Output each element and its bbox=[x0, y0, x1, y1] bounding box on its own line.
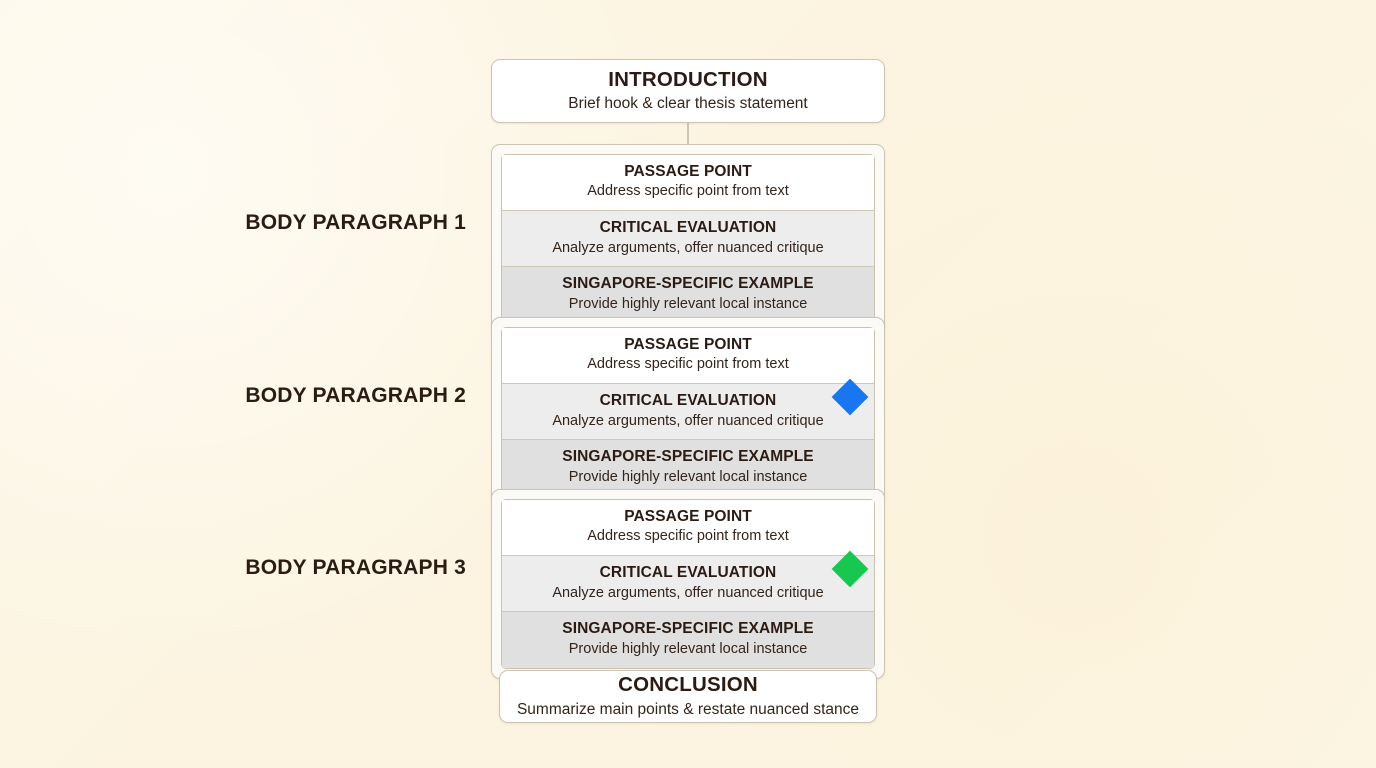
bp1-row-critical-evaluation[interactable]: CRITICAL EVALUATION Analyze arguments, o… bbox=[502, 211, 874, 268]
bp2-row-critical-evaluation-title: CRITICAL EVALUATION bbox=[599, 392, 777, 410]
bp2-label: BODY PARAGRAPH 2 bbox=[245, 384, 466, 407]
bp3-label: BODY PARAGRAPH 3 bbox=[245, 556, 466, 579]
bp3-row-passage-point-title: PASSAGE POINT bbox=[624, 508, 752, 525]
bp2-group[interactable]: PASSAGE POINT Address specific point fro… bbox=[491, 317, 885, 507]
bp3-row-critical-evaluation-title: CRITICAL EVALUATION bbox=[599, 564, 777, 582]
bp2-card: PASSAGE POINT Address specific point fro… bbox=[501, 327, 875, 497]
bp1-row-passage-point-subtitle: Address specific point from text bbox=[587, 183, 789, 200]
bp1-card: PASSAGE POINT Address specific point fro… bbox=[501, 154, 875, 324]
bp2-row-singapore-example-title: SINGAPORE-SPECIFIC EXAMPLE bbox=[562, 448, 814, 466]
bp2-row-singapore-example[interactable]: SINGAPORE-SPECIFIC EXAMPLE Provide highl… bbox=[502, 440, 874, 496]
introduction-title: INTRODUCTION bbox=[608, 67, 768, 91]
bp1-row-passage-point-title: PASSAGE POINT bbox=[624, 163, 752, 180]
bp3-row-passage-point[interactable]: PASSAGE POINT Address specific point fro… bbox=[502, 500, 874, 557]
introduction-subtitle: Brief hook & clear thesis statement bbox=[568, 95, 808, 113]
bp1-group[interactable]: PASSAGE POINT Address specific point fro… bbox=[491, 144, 885, 334]
stage-introduction[interactable]: INTRODUCTION Brief hook & clear thesis s… bbox=[491, 59, 885, 123]
bp3-row-passage-point-subtitle: Address specific point from text bbox=[587, 528, 789, 545]
bp1-row-singapore-example[interactable]: SINGAPORE-SPECIFIC EXAMPLE Provide highl… bbox=[502, 267, 874, 323]
bp3-row-singapore-example-title: SINGAPORE-SPECIFIC EXAMPLE bbox=[562, 620, 814, 638]
bp2-row-singapore-example-subtitle: Provide highly relevant local instance bbox=[568, 468, 808, 485]
bp1-row-singapore-example-title: SINGAPORE-SPECIFIC EXAMPLE bbox=[562, 275, 814, 293]
bp3-row-singapore-example-subtitle: Provide highly relevant local instance bbox=[568, 640, 808, 657]
bp2-row-passage-point-subtitle: Address specific point from text bbox=[587, 356, 789, 373]
bp3-group[interactable]: PASSAGE POINT Address specific point fro… bbox=[491, 489, 885, 679]
bp3-row-critical-evaluation[interactable]: CRITICAL EVALUATION Analyze arguments, o… bbox=[502, 556, 874, 613]
bp3-card: PASSAGE POINT Address specific point fro… bbox=[501, 499, 875, 669]
stage-conclusion[interactable]: CONCLUSION Summarize main points & resta… bbox=[499, 670, 877, 723]
bp2-row-critical-evaluation[interactable]: CRITICAL EVALUATION Analyze arguments, o… bbox=[502, 384, 874, 441]
bp3-row-critical-evaluation-subtitle: Analyze arguments, offer nuanced critiqu… bbox=[552, 584, 824, 601]
bp2-row-critical-evaluation-subtitle: Analyze arguments, offer nuanced critiqu… bbox=[552, 412, 824, 429]
conclusion-subtitle: Summarize main points & restate nuanced … bbox=[516, 700, 860, 718]
bp1-label: BODY PARAGRAPH 1 bbox=[245, 211, 466, 234]
bp3-row-singapore-example[interactable]: SINGAPORE-SPECIFIC EXAMPLE Provide highl… bbox=[502, 612, 874, 668]
bp1-row-singapore-example-subtitle: Provide highly relevant local instance bbox=[568, 295, 808, 312]
bp2-row-passage-point[interactable]: PASSAGE POINT Address specific point fro… bbox=[502, 328, 874, 385]
conclusion-title: CONCLUSION bbox=[618, 673, 758, 697]
bp2-row-passage-point-title: PASSAGE POINT bbox=[624, 336, 752, 353]
connector-intro-to-bp1 bbox=[687, 122, 689, 148]
bp1-row-critical-evaluation-title: CRITICAL EVALUATION bbox=[599, 219, 777, 237]
bp1-row-passage-point[interactable]: PASSAGE POINT Address specific point fro… bbox=[502, 155, 874, 212]
bp1-row-critical-evaluation-subtitle: Analyze arguments, offer nuanced critiqu… bbox=[552, 239, 824, 256]
